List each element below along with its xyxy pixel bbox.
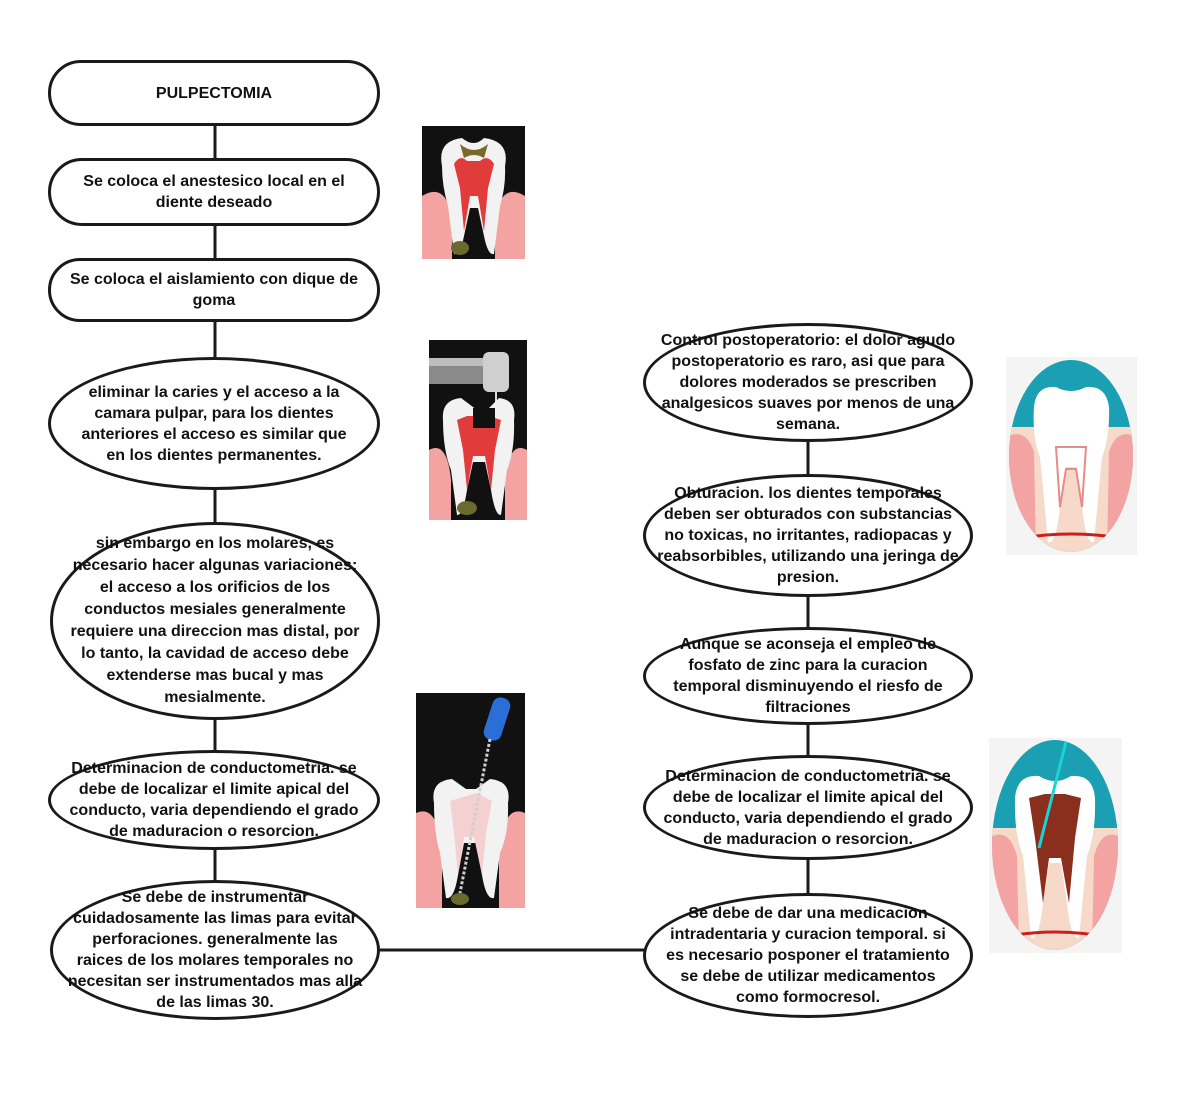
step-conductometry-right: Determinacion de conductometria. se debe… <box>643 755 973 860</box>
tooth-root-canal-icon <box>989 738 1122 953</box>
step-text: Se debe de dar una medicacion intradenta… <box>666 905 950 1006</box>
step-text: Se coloca el aislamiento con dique de go… <box>69 271 359 309</box>
step-text: Se debe de instrumentar cuidadosamente l… <box>67 889 363 1011</box>
step-text: Obturacion. los dientes temporales deben… <box>657 485 959 586</box>
title-node: PULPECTOMIA <box>48 60 380 126</box>
healthy-tooth-icon <box>1006 357 1137 555</box>
tooth-caries-icon <box>422 126 525 259</box>
step-text: Aunque se aconseja el empleo de fosfato … <box>673 636 943 716</box>
step-caries-removal: eliminar la caries y el acceso a la cama… <box>48 357 380 490</box>
step-isolation: Se coloca el aislamiento con dique de go… <box>48 258 380 322</box>
step-text: Determinacion de conductometria. se debe… <box>69 760 359 840</box>
step-zinc-phosphate: Aunque se aconseja el empleo de fosfato … <box>643 627 973 725</box>
step-medication: Se debe de dar una medicacion intradenta… <box>643 893 973 1018</box>
dental-drill-icon <box>429 340 527 520</box>
step-instrumentation: Se debe de instrumentar cuidadosamente l… <box>50 880 380 1020</box>
step-conductometry-left: Determinacion de conductometria. se debe… <box>48 750 380 850</box>
step-postoperative-control: Control postoperatorio: el dolor agudo p… <box>643 323 973 442</box>
step-obturation: Obturacion. los dientes temporales deben… <box>643 474 973 597</box>
step-molar-access: sin embargo en los molares, es necesario… <box>50 522 380 720</box>
step-text: sin embargo en los molares, es necesario… <box>70 535 360 706</box>
title-text: PULPECTOMIA <box>155 84 273 102</box>
step-text: eliminar la caries y el acceso a la cama… <box>81 383 347 464</box>
step-anesthesia: Se coloca el anestesico local en el dien… <box>48 158 380 226</box>
step-text: Determinacion de conductometria. se debe… <box>663 767 953 848</box>
endodontic-file-icon <box>416 693 525 908</box>
step-text: Se coloca el anestesico local en el dien… <box>83 173 345 211</box>
step-text: Control postoperatorio: el dolor agudo p… <box>660 332 956 433</box>
